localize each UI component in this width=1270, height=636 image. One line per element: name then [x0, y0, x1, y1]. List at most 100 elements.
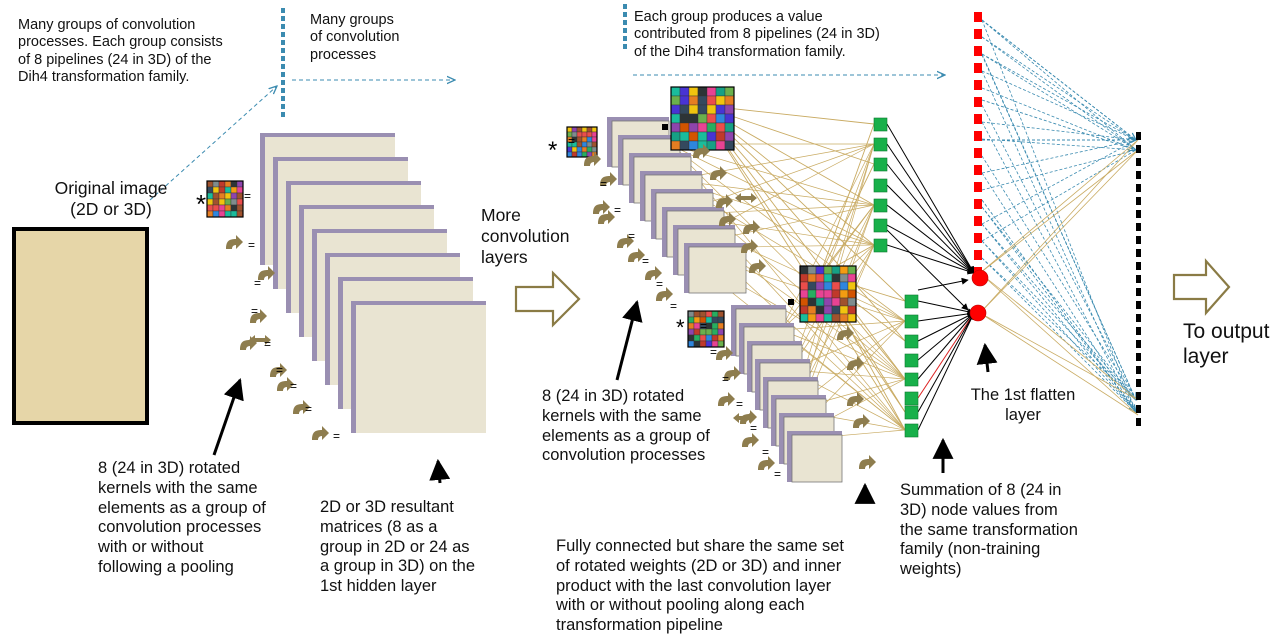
kernel-cell [566, 126, 573, 133]
kernel-cell [224, 210, 232, 218]
kernel-cell [693, 310, 701, 318]
kernel-cell [831, 305, 841, 315]
output-node [1136, 236, 1141, 244]
kernel-cell [839, 313, 849, 323]
kernel-cell [706, 86, 717, 97]
equals-sign: = [614, 203, 621, 217]
output-node [1136, 301, 1141, 309]
output-node [1136, 379, 1141, 387]
to-output-arrow [1172, 258, 1231, 316]
dashed-link [981, 36, 1137, 141]
kernel-grid-first [206, 180, 244, 218]
dashed-link [981, 240, 1137, 413]
equals-sign: = [722, 372, 729, 386]
summation-line [886, 143, 975, 274]
kernel-cell [206, 180, 214, 188]
rotation-arrow [716, 346, 733, 360]
kernel-cell [699, 340, 707, 348]
kernel-cell [687, 328, 695, 336]
flatten-sum-node [971, 269, 989, 287]
kernel-cell [687, 334, 695, 342]
output-node [1136, 249, 1141, 257]
rotation-arrow [719, 212, 736, 226]
group-marker [281, 88, 285, 93]
output-weight-line [979, 139, 1139, 274]
kernel-cell [218, 204, 226, 212]
flatten-node [974, 250, 982, 260]
kernel-cell [715, 122, 726, 133]
dashed-link [981, 87, 1137, 151]
kernel-cell [715, 113, 726, 124]
kernel-cell [799, 289, 809, 299]
kernel-cell [679, 122, 690, 133]
kernel-cell [724, 113, 735, 124]
kernel-cell [823, 265, 833, 275]
kernel-cell [705, 334, 713, 342]
kernel-cell [724, 95, 735, 106]
kernel-cell [839, 289, 849, 299]
dashed-leader [149, 86, 277, 201]
weight-line [780, 143, 875, 331]
kernel-cell [715, 95, 726, 106]
kernel-cell [218, 180, 226, 188]
kernel-cell [212, 204, 220, 212]
kernel-cell [571, 126, 578, 133]
rotation-arrow [743, 220, 760, 234]
kernel-cell [212, 186, 220, 194]
rotation-arrow [312, 426, 329, 440]
flatten-node [974, 46, 982, 56]
equals-sign: = [670, 299, 677, 313]
rotation-arrow [710, 166, 727, 180]
weight-line [789, 143, 875, 371]
kernel-cell [717, 340, 725, 348]
kernel-cell [831, 297, 841, 307]
kernel-cell [839, 305, 849, 315]
conv-node [873, 218, 888, 233]
kernel-cell [591, 136, 598, 143]
kernel-cell [224, 204, 232, 212]
output-node [1136, 275, 1141, 283]
operator-symbols: ***======================= [196, 134, 781, 481]
kernel-cell [705, 310, 713, 318]
kernel-cell [679, 140, 690, 151]
kernel-cell [815, 305, 825, 315]
group-marker [623, 12, 627, 17]
rotation-arrow [859, 455, 876, 469]
conv-node [873, 238, 888, 253]
equals-sign: = [251, 304, 258, 318]
kernel-cell [218, 198, 226, 206]
output-node [1136, 340, 1141, 348]
conv-node [904, 353, 919, 368]
original-image-box [12, 227, 149, 425]
kernel-cell [581, 146, 588, 153]
kernel-cell [847, 281, 857, 291]
kernel-cell [670, 95, 681, 106]
output-node [1136, 158, 1141, 166]
kernel-cell [212, 198, 220, 206]
kernel-cell [236, 204, 244, 212]
kernel-cell [679, 95, 690, 106]
kernel-cell [586, 136, 593, 143]
group-marker [281, 80, 285, 85]
kernel-cell [697, 113, 708, 124]
output-node [1136, 366, 1141, 374]
kernel-cell [699, 334, 707, 342]
summation-line [917, 277, 969, 291]
kernel-marker-upper [662, 124, 668, 130]
group-marker [281, 40, 285, 45]
fully-connected-caption: Fully connected but share the same set o… [556, 537, 844, 635]
feature-map-stacks [12, 117, 843, 483]
dashed-link [981, 223, 1137, 413]
dashed-link [981, 53, 1137, 141]
kernel-cell [839, 281, 849, 291]
kernel-cell [823, 281, 833, 291]
output-node [1136, 184, 1141, 192]
output-node [1136, 210, 1141, 218]
conv-node [904, 314, 919, 329]
kernel-cell [218, 192, 226, 200]
output-weight-line [979, 272, 1139, 416]
output-node [1136, 171, 1141, 179]
flatten-node [974, 12, 982, 22]
weight-line [780, 320, 906, 331]
conv-node [873, 178, 888, 193]
